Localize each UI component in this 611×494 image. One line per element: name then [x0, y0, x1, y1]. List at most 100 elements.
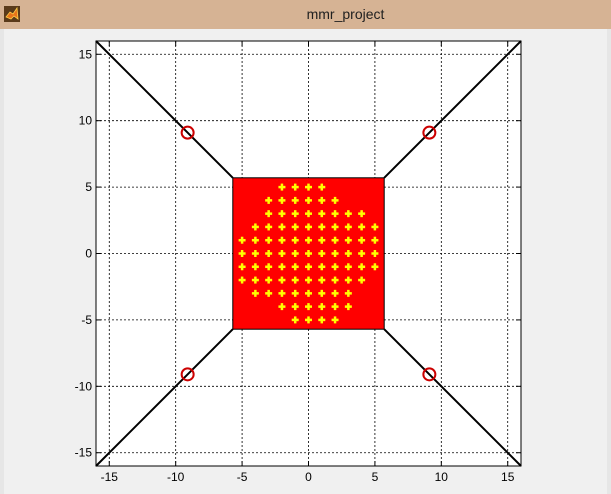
plus-marker — [265, 263, 273, 271]
plus-marker — [331, 303, 339, 311]
plus-marker — [358, 276, 366, 284]
y-tick-label: 0 — [85, 247, 92, 261]
diagonal-line — [95, 40, 234, 179]
plus-marker — [358, 210, 366, 218]
plus-marker — [331, 196, 339, 204]
y-tick-label: -15 — [75, 446, 93, 460]
plus-marker — [344, 210, 352, 218]
diagonal-line — [383, 40, 522, 179]
x-tick-label: -15 — [101, 470, 119, 484]
plus-marker — [251, 289, 259, 297]
plus-marker — [251, 250, 259, 257]
plus-marker — [344, 263, 352, 271]
x-tick-label: 0 — [305, 470, 312, 484]
plus-marker — [238, 263, 246, 271]
plus-marker — [331, 250, 339, 257]
plus-marker — [305, 210, 312, 218]
plus-marker — [371, 263, 379, 271]
plus-marker — [371, 250, 379, 257]
plus-marker — [251, 276, 259, 284]
plus-marker — [265, 289, 273, 297]
plus-marker — [305, 236, 312, 244]
circle-marker — [422, 367, 437, 382]
plus-marker — [251, 263, 259, 271]
diagonal-line — [383, 328, 522, 467]
y-tick-label: 15 — [79, 47, 93, 61]
plus-marker — [291, 183, 299, 191]
yellow-plus-markers — [238, 183, 379, 324]
plus-marker — [251, 236, 259, 244]
plus-marker — [344, 236, 352, 244]
diagonal-lines — [95, 40, 522, 467]
plus-marker — [278, 263, 286, 271]
matlab-logo-icon[interactable] — [4, 6, 20, 22]
plus-marker — [291, 316, 299, 324]
plus-marker — [265, 236, 273, 244]
plus-marker — [291, 250, 299, 257]
plus-marker — [318, 210, 326, 218]
plus-marker — [344, 223, 352, 231]
plus-marker — [331, 316, 339, 324]
diagonal-line — [95, 328, 234, 467]
x-tick-label: 5 — [372, 470, 379, 484]
plus-marker — [318, 223, 326, 231]
plus-marker — [291, 276, 299, 284]
plus-marker — [278, 276, 286, 284]
plus-marker — [265, 196, 273, 204]
plus-marker — [291, 289, 299, 297]
plus-marker — [318, 183, 326, 191]
plus-marker — [305, 250, 312, 257]
plus-marker — [371, 223, 379, 231]
plus-marker — [305, 316, 312, 324]
axis-ticks — [96, 41, 521, 466]
plus-marker — [251, 223, 259, 231]
plus-marker — [318, 316, 326, 324]
title-bar[interactable]: mmr_project — [0, 0, 611, 29]
plus-marker — [291, 263, 299, 271]
plus-marker — [278, 250, 286, 257]
plus-marker — [331, 223, 339, 231]
plus-marker — [291, 196, 299, 204]
circle-marker — [180, 367, 195, 382]
plus-marker — [291, 210, 299, 218]
plus-marker — [318, 236, 326, 244]
plus-marker — [278, 223, 286, 231]
plus-marker — [318, 263, 326, 271]
plus-marker — [318, 303, 326, 311]
plus-marker — [331, 276, 339, 284]
plus-marker — [238, 250, 246, 257]
plus-marker — [305, 289, 312, 297]
plus-marker — [344, 303, 352, 311]
circle-marker — [422, 125, 437, 140]
plus-marker — [358, 236, 366, 244]
window-title: mmr_project — [306, 6, 385, 22]
x-tick-label: 10 — [435, 470, 449, 484]
plus-marker — [305, 303, 312, 311]
plus-marker — [358, 263, 366, 271]
plus-marker — [344, 250, 352, 257]
plus-marker — [318, 250, 326, 257]
plus-marker — [331, 263, 339, 271]
plus-marker — [278, 236, 286, 244]
plus-marker — [344, 289, 352, 297]
x-tick-label: 15 — [501, 470, 515, 484]
plus-marker — [331, 236, 339, 244]
plus-marker — [305, 183, 312, 191]
plus-marker — [305, 223, 312, 231]
plus-marker — [344, 276, 352, 284]
y-tick-label: -5 — [81, 313, 92, 327]
plus-marker — [331, 289, 339, 297]
plus-marker — [278, 210, 286, 218]
x-tick-label: -5 — [237, 470, 248, 484]
plus-marker — [331, 210, 339, 218]
y-tick-label: -10 — [75, 379, 93, 393]
plus-marker — [358, 250, 366, 257]
plus-marker — [291, 236, 299, 244]
plus-marker — [358, 223, 366, 231]
plus-marker — [305, 196, 312, 204]
plus-marker — [265, 276, 273, 284]
plus-marker — [318, 276, 326, 284]
